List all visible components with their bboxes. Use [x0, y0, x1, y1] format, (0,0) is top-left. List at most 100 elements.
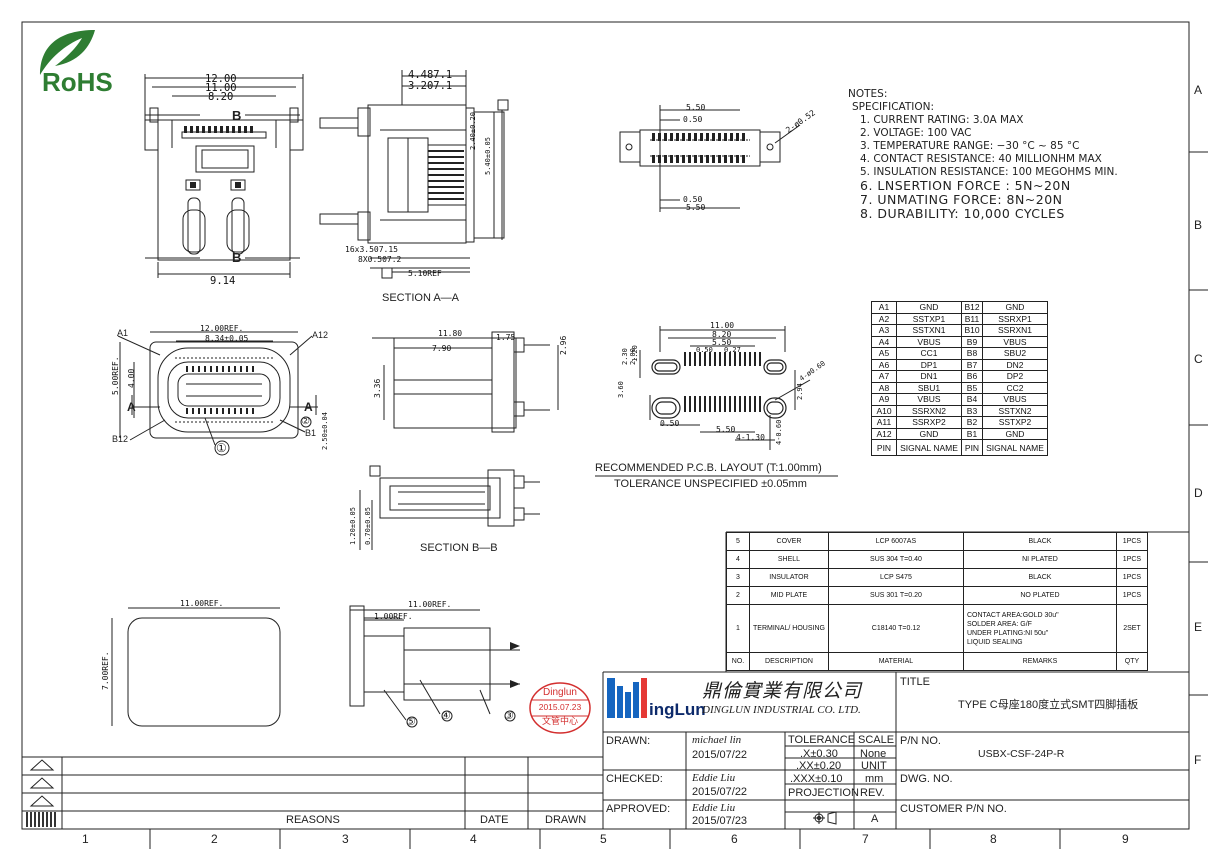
tolerance-3: .XXX±0.10 [790, 773, 843, 785]
title-label: TITLE [900, 676, 930, 688]
dim-pcb3: 5.50 [712, 338, 732, 347]
notes-title: NOTES: [848, 88, 888, 100]
pn-value: USBX-CSF-24P-R [978, 748, 1065, 760]
pn-label: P/N NO. [900, 735, 941, 747]
dim-pcb1: 11.00 [710, 321, 735, 330]
company-name-en: DINGLUN INDUSTRIAL CO. LTD. [702, 704, 861, 716]
bom-remark: LIQUID SEALING [966, 638, 1023, 646]
dim-pcb-b3: 4-1.30 [736, 433, 765, 442]
tolerance-2: .XX±0.20 [796, 760, 842, 772]
scale-value: None [860, 748, 887, 760]
zone-row-d: D [1194, 486, 1203, 500]
section-aa-contacts [428, 150, 464, 200]
bom-remark: UNDER PLATING:NI 50u" [966, 629, 1049, 637]
dim-front-ref: 12.00REF. [200, 324, 244, 333]
company-logo-text: ingLun [649, 700, 706, 719]
front-b1-label: B1 [305, 428, 317, 438]
dim-side2: 3.207.1 [408, 80, 453, 92]
bom-remark: CONTACT AREA:GOLD 30u" [966, 611, 1059, 619]
dim-side-pitch2: 8X0.507.2 [358, 255, 402, 264]
approved-label: APPROVED: [606, 803, 671, 815]
notes-block: NOTES: SPECIFICATION: 1. CURRENT RATING:… [848, 88, 1118, 221]
checked-date: 2015/07/22 [692, 786, 748, 798]
dim-pcb-r1: 2.94 [796, 383, 804, 400]
unit-label: UNIT [861, 760, 887, 772]
approved-name: Eddie Liu [692, 802, 736, 814]
dim-fp-top: 5.50 [686, 103, 706, 112]
zone-col-4: 4 [470, 832, 477, 846]
dim-bb-v2: 0.70±0.05 [364, 507, 372, 545]
top-view-pins [184, 126, 253, 133]
zone-row-f: F [1194, 753, 1202, 767]
projection-symbol [813, 811, 837, 825]
dim-pcb-l1: 2.30 [621, 348, 629, 365]
company-name-cn: 鼎倫實業有限公司 [702, 680, 863, 702]
zone-row-a: A [1194, 83, 1203, 97]
zone-col-7: 7 [862, 832, 869, 846]
tolerance-label: TOLERANCE [788, 734, 856, 746]
dim-prof-b: 1.75 [496, 333, 516, 342]
drawn-label: DRAWN: [606, 735, 651, 747]
zone-col-9: 9 [1122, 832, 1129, 846]
approved-date: 2015/07/23 [692, 815, 748, 827]
rohs-logo: RoHS [42, 67, 113, 97]
drawn-name: michael lin [692, 734, 742, 746]
dim-pcb-l3: 3.60 [617, 381, 625, 398]
dim-front-v1: 5.00REF. [111, 356, 120, 395]
dim-top3: 8.20 [208, 91, 234, 103]
drawn-date: 2015/07/22 [692, 749, 748, 761]
bom-remark: SOLDER AREA: G/F [966, 620, 1032, 628]
stamp-line3: 文管中心 [541, 716, 578, 726]
balloon-1: ① [216, 441, 227, 455]
rev-label: REV. [860, 787, 885, 799]
note-item: 6. LNSERTION FORCE : 5N~20N [860, 178, 1071, 193]
dim-side-pitch1: 16x3.507.15 [345, 245, 398, 254]
note-item: 4. CONTACT RESISTANCE: 40 MILLIONHM MAX [860, 153, 1102, 165]
dim-pcb5: 0.27 [724, 346, 741, 354]
scale-label: SCALE [858, 734, 895, 746]
revision-date-label: DATE [480, 814, 509, 826]
front-a1-label: A1 [117, 328, 129, 338]
pcb-caption-line1: RECOMMENDED P.C.B. LAYOUT (T:1.00mm) [595, 462, 822, 474]
dim-fp-bot2: 5.50 [686, 203, 706, 212]
dim-front-v2: 4.00 [127, 368, 136, 388]
zone-row-e: E [1194, 620, 1203, 634]
stamp: Dinglun 2015.07.23 文管中心 [530, 686, 590, 728]
note-item: 3. TEMPERATURE RANGE: −30 °C ~ 85 °C [860, 140, 1080, 152]
dim-fp-top2: 0.50 [683, 115, 703, 124]
dim-side1: 4.487.1 [408, 69, 453, 81]
zone-row-c: C [1194, 352, 1203, 366]
rohs-leaf [40, 30, 95, 75]
stamp-ring [529, 682, 591, 734]
dim-bot2-ref1: 11.00REF. [408, 600, 452, 609]
front-a12-label: A12 [312, 330, 329, 340]
pcb-slots [651, 359, 787, 419]
dim-side-ref: 5.10REF [408, 269, 442, 278]
dim-side-v2: 5.40±0.05 [484, 137, 492, 175]
dim-fp-bot: 0.50 [683, 195, 703, 204]
note-item: 8. DURABILITY: 10,000 CYCLES [860, 206, 1065, 221]
zone-row-b: B [1194, 218, 1203, 232]
dim-bot-ref: 11.00REF. [180, 599, 224, 608]
dim-top-bottom: 9.14 [210, 275, 236, 287]
dim-prof-a: 7.90 [432, 344, 452, 353]
dim-pcb-l4: 2.00 [629, 348, 637, 365]
revision-drawn-label: DRAWN [545, 814, 587, 826]
zone-col-5: 5 [600, 832, 607, 846]
balloon-4: ④ [441, 710, 451, 722]
front-view-pins [186, 366, 254, 414]
